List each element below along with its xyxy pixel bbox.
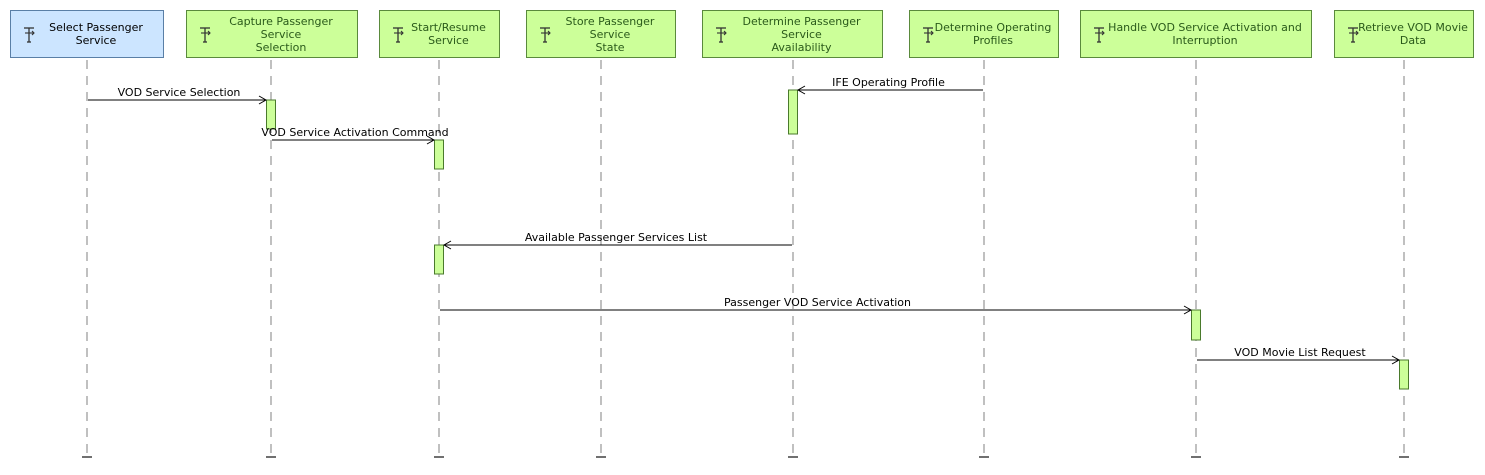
function-icon xyxy=(393,27,404,43)
lifeline-label: Handle VOD Service Activation and Interr… xyxy=(1108,21,1302,47)
activation-bar xyxy=(1191,309,1201,341)
lifeline-header-L0[interactable]: Select Passenger Service xyxy=(10,10,164,58)
arrowhead-icon xyxy=(796,85,806,95)
message-label: VOD Movie List Request xyxy=(1234,346,1366,359)
function-icon xyxy=(24,27,35,43)
function-icon xyxy=(923,27,934,43)
function-icon xyxy=(200,27,211,43)
message-label: VOD Service Selection xyxy=(117,86,241,99)
function-icon xyxy=(1348,27,1359,43)
function-icon xyxy=(540,27,551,43)
lifeline-header-L3[interactable]: Store Passenger Service State xyxy=(526,10,676,58)
activation-bar xyxy=(1399,359,1409,390)
message-label: IFE Operating Profile xyxy=(832,76,945,89)
lifeline-label: Capture Passenger Service Selection xyxy=(229,14,333,54)
lifeline-header-L5[interactable]: Determine Operating Profiles xyxy=(909,10,1059,58)
activation-bar xyxy=(434,244,444,275)
lifeline-label: Determine Passenger Service Availability xyxy=(742,14,861,54)
function-icon xyxy=(716,27,727,43)
lifeline-label: Start/Resume Service xyxy=(411,21,486,47)
lifeline-header-L6[interactable]: Handle VOD Service Activation and Interr… xyxy=(1080,10,1312,58)
arrowhead-icon xyxy=(442,240,452,250)
lifeline-header-L4[interactable]: Determine Passenger Service Availability xyxy=(702,10,883,58)
arrowhead-icon xyxy=(426,135,436,145)
lifeline-label: Select Passenger Service xyxy=(49,21,143,47)
lifeline-label: Retrieve VOD Movie Data xyxy=(1358,21,1468,47)
lifeline-header-L7[interactable]: Retrieve VOD Movie Data xyxy=(1334,10,1474,58)
message-label: Passenger VOD Service Activation xyxy=(723,296,912,309)
lifeline-header-L2[interactable]: Start/Resume Service xyxy=(379,10,500,58)
lifeline-label: Determine Operating Profiles xyxy=(934,21,1052,47)
activation-bar xyxy=(434,139,444,170)
lifeline-label: Store Passenger Service State xyxy=(565,14,655,54)
message-label: Available Passenger Services List xyxy=(524,231,708,244)
arrowhead-icon xyxy=(1183,305,1193,315)
activation-bar xyxy=(266,99,276,130)
arrowhead-icon xyxy=(258,95,268,105)
activation-bar xyxy=(788,89,798,135)
lifeline-header-L1[interactable]: Capture Passenger Service Selection xyxy=(186,10,358,58)
message-label: VOD Service Activation Command xyxy=(261,126,449,139)
function-icon xyxy=(1094,27,1105,43)
arrowhead-icon xyxy=(1391,355,1401,365)
